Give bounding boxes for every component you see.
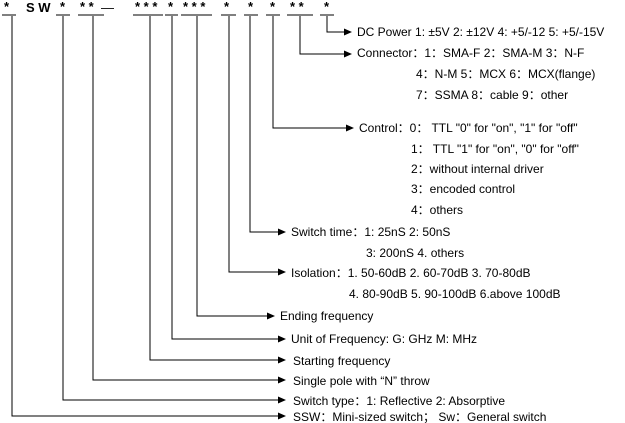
control-option-2: 2：without internal driver [411, 162, 544, 176]
leader-ending-frequency [196, 16, 269, 317]
leader-isolation-arrowhead [278, 268, 286, 276]
leader-control [272, 16, 348, 129]
leader-starting-frequency [149, 16, 280, 361]
leader-unit-of-frequency [171, 16, 280, 340]
leader-switch-time-arrowhead [278, 228, 286, 236]
control-option-1: 1： TTL "1" for "on", "0" for "off" [411, 142, 579, 156]
leader-starting-frequency-arrowhead [278, 356, 286, 364]
leader-unit-of-frequency-arrowhead [278, 335, 286, 343]
unit-of-frequency-label: Unit of Frequency: G: GHz M: MHz [291, 332, 478, 346]
code-star-4: * * * [135, 0, 158, 14]
leader-connector [299, 16, 346, 55]
single-pole-label: Single pole with “N” throw [293, 374, 430, 388]
code-star-1: * [4, 0, 10, 14]
code-sw: S W [26, 0, 51, 15]
starting-frequency-label: Starting frequency [293, 354, 391, 368]
ssw-label: SSW：Mini-sized switch； Sw：General switch [293, 410, 547, 423]
leader-switch-type-arrowhead [278, 396, 286, 404]
leader-switch-type [62, 16, 280, 401]
control-option-4: 4：others [411, 203, 464, 217]
code-star-5: * [168, 0, 174, 14]
control-label: Control：0： TTL "0" for "on", "1" for "of… [359, 121, 578, 135]
switch-time-label: Switch time：1: 25nS 2: 50nS [291, 225, 451, 239]
code-star-6: * * * [183, 0, 206, 14]
code-star-7: * [224, 0, 230, 14]
leader-dc-power [326, 16, 346, 33]
leader-single-pole [92, 16, 280, 381]
control-option-3: 3：encoded control [411, 182, 516, 196]
switch-time-options-2: 3: 200nS 4. others [366, 246, 465, 260]
isolation-label: Isolation：1. 50-60dB 2. 60-70dB 3. 70-80… [291, 266, 531, 280]
leader-ssw [11, 16, 280, 417]
leader-connector-arrowhead [344, 50, 352, 58]
code-star-8: * [248, 0, 254, 14]
code-star-9: * [270, 0, 276, 14]
connector-options-3: 7：SSMA 8：cable 9：other [416, 88, 569, 102]
leader-single-pole-arrowhead [278, 376, 286, 384]
code-star-2: * [60, 0, 66, 14]
ending-frequency-label: Ending frequency [280, 309, 374, 323]
code-star-11: * [324, 0, 330, 14]
connector-label: Connector：1：SMA-F 2：SMA-M 3：N-F [357, 46, 585, 60]
isolation-options-2: 4. 80-90dB 5. 90-100dB 6.above 100dB [349, 287, 561, 301]
code-dash: — [101, 0, 114, 15]
leader-switch-time [249, 16, 280, 233]
dc-power-label: DC Power 1: ±5V 2: ±12V 4: +5/-12 5: +5/… [357, 25, 605, 39]
code-star-3: * * [80, 0, 94, 14]
leader-control-arrowhead [346, 124, 354, 132]
leader-ending-frequency-arrowhead [267, 312, 275, 320]
leader-ssw-arrowhead [278, 412, 286, 420]
connector-options-2: 4：N-M 5：MCX 6：MCX(flange) [416, 67, 596, 81]
leader-dc-power-arrowhead [344, 28, 352, 36]
leader-isolation [228, 16, 280, 273]
code-star-10: * * [290, 0, 304, 14]
switch-type-label: Switch type：1: Reflective 2: Absorptive [293, 394, 506, 408]
